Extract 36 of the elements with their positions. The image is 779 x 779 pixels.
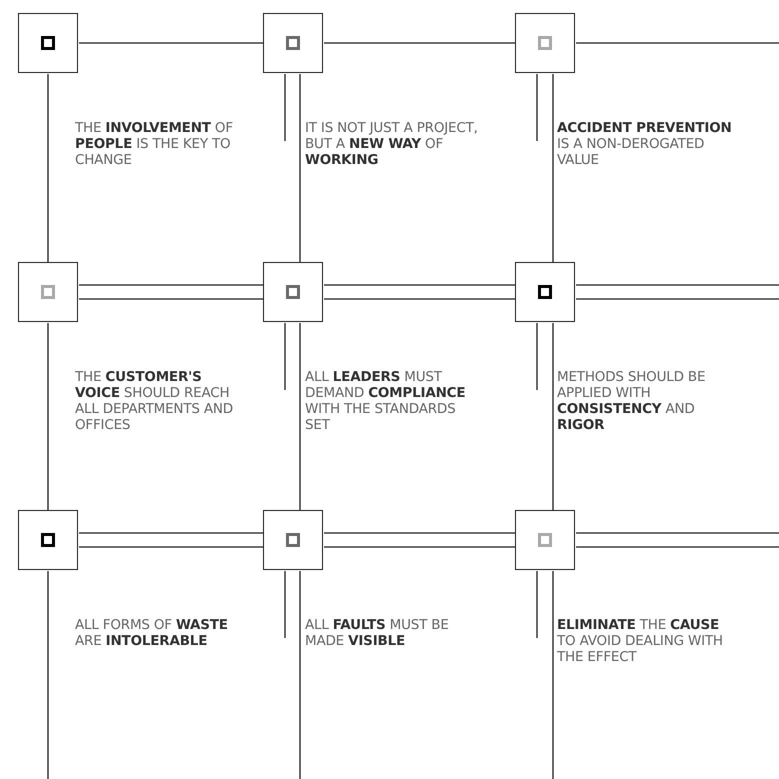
principle-text: METHODS SHOULD BE APPLIED WITH CONSISTENCY AND RIGOR [557,369,706,433]
connector-line [299,571,301,779]
connector-line [78,532,264,548]
principle-text: THE CUSTOMER'S VOICE SHOULD REACH ALL DEPARTMENTS AND OFFICES [75,369,234,433]
principle-text: ACCIDENT PREVENTION IS A NON-DEROGATED VALUE [557,120,732,168]
connector-line [575,532,779,548]
connector-line [47,74,49,262]
connector-line [47,571,49,779]
square-box [263,262,323,322]
connector-line [575,284,779,300]
square-box [263,510,323,570]
connector-line [552,74,554,262]
square-box [515,262,575,322]
connector-line [323,284,516,300]
square-box [18,13,78,73]
principle-text: ALL FAULTS MUST BE MADE VISIBLE [305,617,450,649]
principle-text: ALL LEADERS MUST DEMAND COMPLIANCE WITH THE STANDARDS SET [305,369,466,433]
connector-line [552,323,554,510]
connector-line [78,284,264,300]
square-box [18,510,78,570]
connector-line [324,42,515,44]
connector-line [552,571,554,779]
principle-text: ALL FORMS OF WASTE ARE INTOLERABLE [75,617,229,649]
principle-text: THE INVOLVEMENT OF PEOPLE IS THE KEY TO CHANGE [75,120,234,168]
square-box [18,262,78,322]
square-box [515,13,575,73]
principle-text: IT IS NOT JUST A PROJECT, BUT A NEW WAY OF WORKING [305,120,479,168]
square-box [515,510,575,570]
connector-line [299,74,301,262]
connector-line [79,42,263,44]
connector-line [47,323,49,510]
connector-line [576,42,779,44]
connector-line [299,323,301,510]
square-box [263,13,323,73]
principle-text: ELIMINATE THE CAUSE TO AVOID DEALING WITH THE EFFECT [557,617,724,665]
connector-line [323,532,516,548]
